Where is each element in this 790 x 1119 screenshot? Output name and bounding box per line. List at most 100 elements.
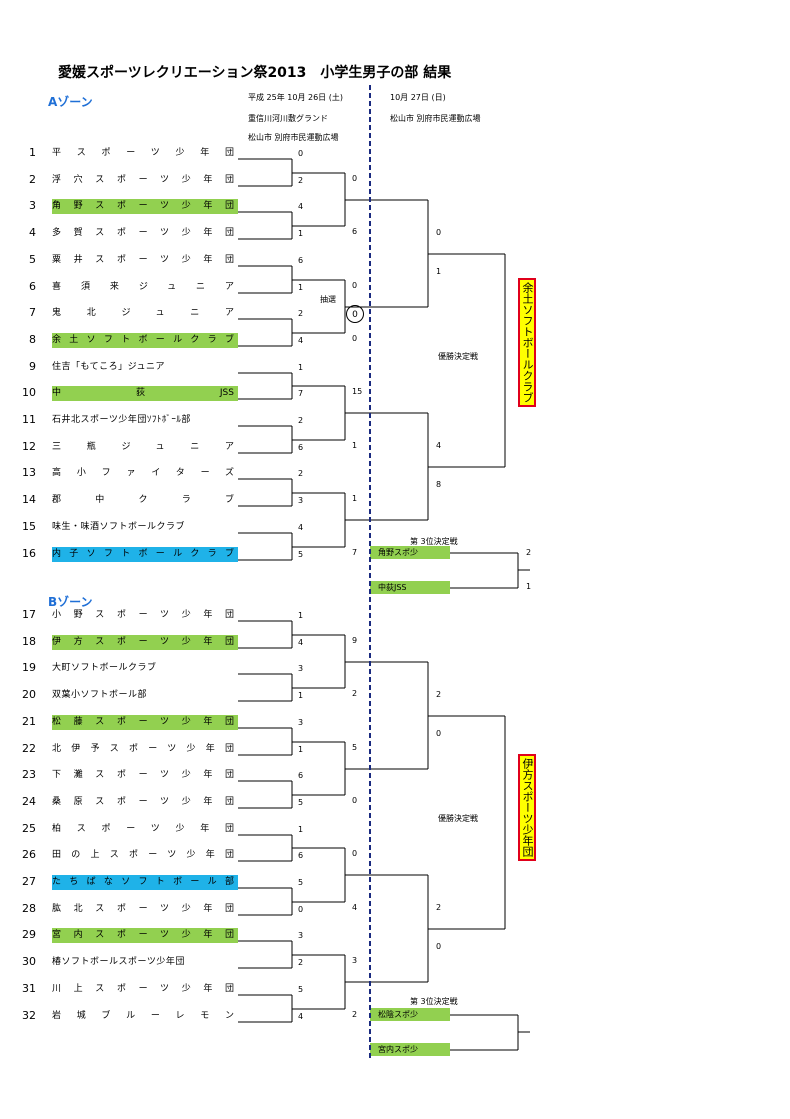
- team-name: 桑原スポーツ少年団: [52, 797, 234, 807]
- semi-score: 2: [436, 690, 442, 699]
- round1-score: 3: [298, 496, 304, 505]
- semi-score: 4: [436, 441, 442, 450]
- lottery-label: 抽選: [320, 295, 336, 304]
- round2-score: 0: [352, 796, 358, 805]
- lottery-mark-icon: 0: [346, 305, 364, 323]
- final-label: 優勝決定戦: [438, 814, 478, 823]
- team-number: 10: [22, 386, 36, 399]
- round1-score: 1: [298, 611, 304, 620]
- semi-score: 1: [436, 267, 442, 276]
- team-number: 22: [22, 742, 36, 755]
- round1-score: 1: [298, 229, 304, 238]
- team-number: 7: [29, 306, 36, 319]
- team-number: 25: [22, 822, 36, 835]
- third-place-label: 第 3位決定戦: [410, 997, 458, 1006]
- round2-score: 6: [352, 227, 358, 236]
- round1-score: 2: [298, 416, 304, 425]
- round2-score: 2: [352, 689, 358, 698]
- round1-score: 1: [298, 745, 304, 754]
- team-name: 浮穴スポーツ少年団: [52, 175, 234, 185]
- team-number: 24: [22, 795, 36, 808]
- round2-score: 9: [352, 636, 358, 645]
- round1-score: 1: [298, 283, 304, 292]
- round2-score: 7: [352, 548, 358, 557]
- round1-score: 1: [298, 825, 304, 834]
- round1-score: 4: [298, 523, 304, 532]
- team-name: 鬼北ジュニア: [52, 308, 234, 318]
- round2-score: 5: [352, 743, 358, 752]
- round2-score: 0: [352, 334, 358, 343]
- team-name: 大町ソフトボールクラブ: [52, 663, 157, 673]
- team-number: 16: [22, 547, 36, 560]
- team-number: 2: [29, 173, 36, 186]
- round1-score: 6: [298, 771, 304, 780]
- semi-score: 8: [436, 480, 442, 489]
- round2-score: 1: [352, 441, 358, 450]
- round2-score: 0: [352, 281, 358, 290]
- round1-score: 2: [298, 176, 304, 185]
- round1-score: 0: [298, 905, 304, 914]
- round2-score: 4: [352, 903, 358, 912]
- team-name: 多賀スポーツ少年団: [52, 228, 234, 238]
- team-name: 三瓶ジュニア: [52, 442, 234, 452]
- round2-score: 3: [352, 956, 358, 965]
- round1-score: 7: [298, 389, 304, 398]
- round1-score: 3: [298, 931, 304, 940]
- final-label: 優勝決定戦: [438, 352, 478, 361]
- zone-b-label: Bゾーン: [48, 595, 93, 609]
- day1-venue2: 松山市 別府市民運動広場: [248, 133, 339, 142]
- team-number: 11: [22, 413, 36, 426]
- third-place-team: 角野スポ少: [370, 546, 450, 559]
- team-number: 14: [22, 493, 36, 506]
- round1-score: 2: [298, 958, 304, 967]
- team-number: 18: [22, 635, 36, 648]
- team-name: 喜須来ジュニア: [52, 282, 234, 292]
- round1-score: 5: [298, 798, 304, 807]
- third-place-score: 2: [526, 548, 532, 557]
- team-name: 余土ソフトボールクラブ: [52, 333, 238, 348]
- team-name: 石井北スポーツ少年団ｿﾌﾄﾎﾞｰﾙ部: [52, 415, 191, 425]
- round1-score: 2: [298, 309, 304, 318]
- team-number: 4: [29, 226, 36, 239]
- team-name: 伊方スポーツ少年団: [52, 635, 238, 650]
- team-name: 内子ソフトボールクラブ: [52, 547, 238, 562]
- day2-venue: 松山市 別府市民運動広場: [390, 114, 481, 123]
- round1-score: 6: [298, 256, 304, 265]
- team-name: 粟井スポーツ少年団: [52, 255, 234, 265]
- team-name: 田の上スポーツ少年団: [52, 850, 234, 860]
- day2-date: 10月 27日 (日): [390, 93, 446, 102]
- team-name: 下灘スポーツ少年団: [52, 770, 234, 780]
- round1-score: 6: [298, 443, 304, 452]
- team-name: 川上スポーツ少年団: [52, 984, 234, 994]
- team-number: 19: [22, 661, 36, 674]
- team-number: 23: [22, 768, 36, 781]
- team-name: 味生・味酒ソフトボールクラブ: [52, 522, 186, 532]
- team-number: 5: [29, 253, 36, 266]
- round1-score: 2: [298, 469, 304, 478]
- round1-score: 4: [298, 638, 304, 647]
- team-number: 27: [22, 875, 36, 888]
- semi-score: 0: [436, 942, 442, 951]
- team-number: 1: [29, 146, 36, 159]
- team-name: 岩城ブルーレモン: [52, 1011, 234, 1021]
- champion-badge: 余土ソフトボールクラブ: [518, 278, 536, 407]
- zone-a-label: Aゾーン: [48, 95, 93, 109]
- round2-score: 1: [352, 494, 358, 503]
- round2-score: 2: [352, 1010, 358, 1019]
- third-place-score: 1: [526, 582, 532, 591]
- semi-score: 0: [436, 228, 442, 237]
- day1-date: 平成 25年 10月 26日 (土): [248, 93, 343, 102]
- round1-score: 4: [298, 202, 304, 211]
- team-number: 8: [29, 333, 36, 346]
- team-number: 15: [22, 520, 36, 533]
- team-name: 住吉「もてころ」ジュニア: [52, 362, 166, 372]
- round1-score: 1: [298, 363, 304, 372]
- semi-score: 0: [436, 729, 442, 738]
- team-name: 小野スポーツ少年団: [52, 610, 234, 620]
- round1-score: 3: [298, 718, 304, 727]
- team-name: 郡中クラブ: [52, 495, 234, 505]
- team-name: 椿ソフトボールスポーツ少年団: [52, 957, 185, 967]
- team-name: たちばなソフトボール部: [52, 875, 238, 890]
- champion-badge: 伊方スポーツ少年団: [518, 754, 536, 861]
- third-place-team: 中荻JSS: [370, 581, 450, 594]
